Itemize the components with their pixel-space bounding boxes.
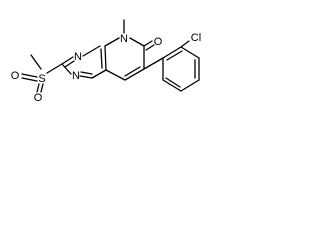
bond-s-o-lower-double (40, 83, 44, 93)
bond-c2-n1-double (64, 60, 75, 68)
atom-n8: N (120, 33, 128, 45)
bond-aryl-c2-cl (180, 40, 190, 48)
atom-o-sulfonyl-upper: O (11, 70, 20, 82)
bond-c6-c5 (124, 68, 145, 81)
bond-c7-o (143, 40, 153, 47)
bond-c4-n3-double (80, 71, 93, 75)
atom-n1: N (74, 51, 82, 63)
bond-layer (21, 19, 200, 93)
atom-o-sulfonyl-lower: O (34, 92, 43, 104)
bond-aryl-c1-c2-double (166, 50, 183, 61)
atom-label-layer: N N N O S O O Cl (11, 32, 201, 104)
bond-c8a-n8 (104, 37, 120, 47)
bond-aryl-c2-c3 (180, 46, 200, 59)
bond-n1-c8a (82, 45, 101, 57)
bond-c5-c4a (105, 69, 126, 81)
bond-c6-aryl (143, 57, 164, 70)
bond-s-o-upper-double (21, 77, 38, 82)
bond-s-o-upper (21, 73, 38, 78)
molecule-structure-diagram: N N N O S O O Cl (11, 19, 201, 104)
bond-aryl-c5-c6-double (165, 77, 181, 88)
bond-n3-c2 (61, 63, 72, 75)
bond-s-methyl (30, 54, 42, 70)
bond-c8a-c4a (104, 45, 107, 71)
atom-cl: Cl (191, 32, 201, 44)
bond-c6-c5-double (124, 66, 141, 77)
atom-n3: N (72, 70, 80, 82)
bond-c7-o-double (145, 44, 155, 51)
bond-c4-n3 (79, 75, 93, 79)
bond-c4a-c4 (91, 69, 107, 79)
bond-s-o-lower (36, 83, 40, 93)
bond-aryl-c4-c5 (180, 79, 200, 92)
bond-n8-c7 (129, 37, 145, 47)
bond-c2-s (46, 63, 63, 74)
bond-c8a-c4a-double (100, 48, 103, 69)
bond-c2-n1 (61, 56, 74, 65)
atom-s: S (38, 73, 45, 85)
bond-aryl-c5-c6 (162, 79, 182, 92)
bond-aryl-c1-c2 (162, 46, 182, 59)
atom-o-carbonyl: O (154, 36, 163, 48)
